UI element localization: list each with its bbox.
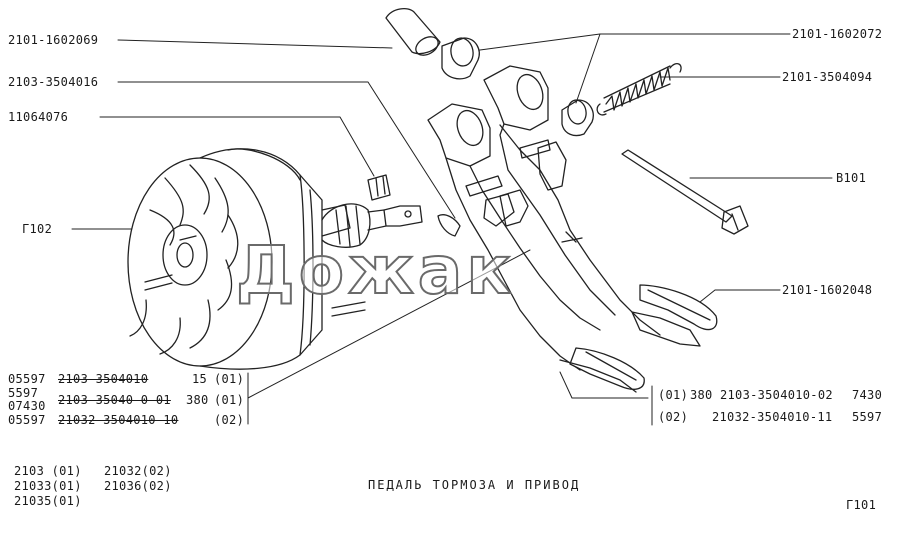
- return-spring: [596, 63, 682, 116]
- left-row-1-code: 05597: [8, 372, 46, 386]
- bushings: [385, 7, 594, 137]
- left-row-1-qty: 15: [192, 372, 208, 386]
- model-21036: 21036(02): [104, 479, 172, 493]
- right-row-2-code: 5597: [852, 410, 883, 424]
- left-row-4-app: (02): [214, 413, 245, 427]
- model-21032: 21032(02): [104, 464, 172, 478]
- watermark: Дожак: [235, 231, 516, 310]
- callout-2101-1602069: 2101-1602069: [8, 33, 99, 47]
- model-21033: 21033(01): [14, 479, 82, 493]
- left-row-3-qty: 380: [186, 393, 209, 407]
- leader-lines: [71, 33, 833, 426]
- right-row-1-part: 2103-3504010-02: [720, 388, 833, 402]
- right-row-2-part: 21032-3504010-11: [712, 410, 833, 424]
- left-row-3-part: 2103-35040 0-01: [58, 393, 171, 407]
- right-row-1-qty: 380: [690, 388, 713, 402]
- callout-2101-3504094: 2101-3504094: [782, 70, 873, 84]
- right-row-1-code: 7430: [852, 388, 883, 402]
- callout-g102: Г102: [22, 222, 53, 236]
- model-21035: 21035(01): [14, 494, 82, 508]
- page-code: Г101: [846, 498, 877, 512]
- table-row: 05597: [8, 372, 46, 386]
- left-row-4-part: 21032-3504010-10: [58, 413, 179, 427]
- brake-booster: [127, 148, 366, 370]
- model-2103: 2103 (01): [14, 464, 82, 478]
- brake-pedal: [427, 103, 645, 393]
- push-rod: [321, 174, 461, 248]
- left-row-3-code: 07430: [8, 399, 46, 413]
- clutch-pedal: [483, 65, 718, 347]
- callout-2101-1602072: 2101-1602072: [792, 27, 883, 41]
- callout-11064076: 11064076: [8, 110, 69, 124]
- callout-v101: В101: [836, 171, 867, 185]
- right-row-1-app: (01): [658, 388, 689, 402]
- callout-2103-3504016: 2103-3504016: [8, 75, 99, 89]
- diagram-title: ПЕДАЛЬ ТОРМОЗА И ПРИВОД: [368, 478, 581, 492]
- pivot-bolt: [621, 149, 749, 235]
- callout-2101-1602048: 2101-1602048: [782, 283, 873, 297]
- left-row-1-part: 2103-3504010: [58, 372, 149, 386]
- left-row-3-app: (01): [214, 393, 245, 407]
- left-row-1-app: (01): [214, 372, 245, 386]
- right-row-2-app: (02): [658, 410, 689, 424]
- left-row-2-code: 5597: [8, 386, 39, 400]
- left-row-4-code: 05597: [8, 413, 46, 427]
